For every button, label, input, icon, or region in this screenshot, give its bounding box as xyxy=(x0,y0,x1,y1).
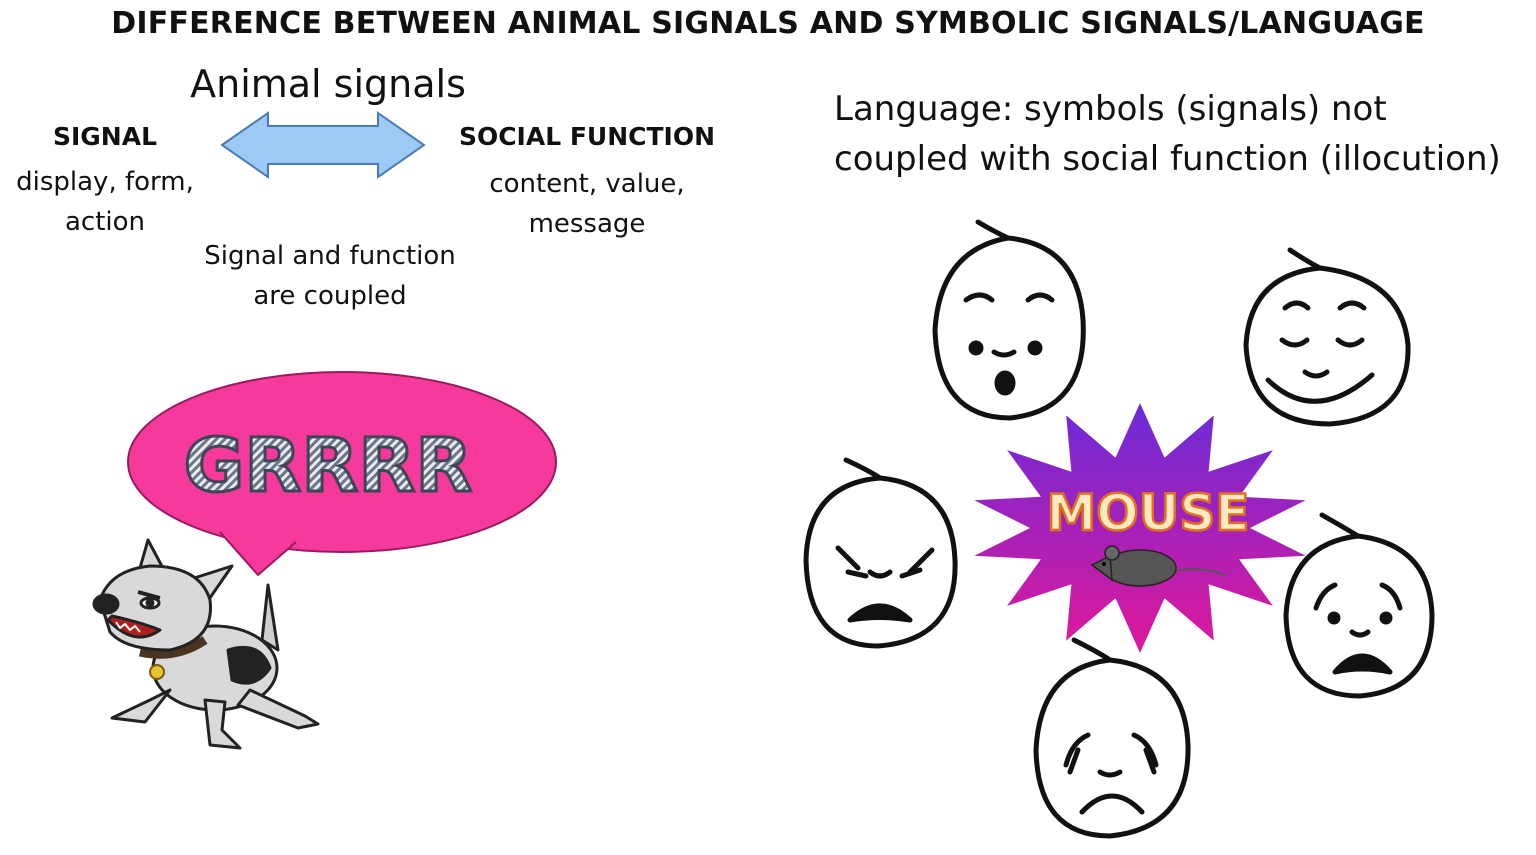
surprised-face-icon xyxy=(932,219,1086,421)
signal-description: display, form, action xyxy=(0,162,210,242)
grrrr-text: GRRRR xyxy=(184,423,473,509)
signal-description-line: display, form, xyxy=(16,167,194,197)
social-function-description-line: message xyxy=(528,209,646,239)
sad-face-icon xyxy=(1033,637,1191,839)
worried-face-icon xyxy=(1283,512,1435,699)
coupled-caption: Signal and function are coupled xyxy=(180,236,480,316)
mouse-word: MOUSE xyxy=(1046,484,1249,542)
language-caption-line: coupled with social function (illocution… xyxy=(834,139,1501,179)
double-arrow-icon xyxy=(220,111,426,179)
language-caption-line: Language: symbols (signals) not xyxy=(834,89,1387,129)
social-function-label: SOCIAL FUNCTION xyxy=(458,122,716,151)
happy-face-icon xyxy=(1243,247,1411,427)
speech-bubble xyxy=(127,371,557,577)
coupled-caption-line: are coupled xyxy=(253,281,407,311)
social-function-description: content, value, message xyxy=(452,164,722,244)
page-title: DIFFERENCE BETWEEN ANIMAL SIGNALS AND SY… xyxy=(111,6,1425,41)
signal-description-line: action xyxy=(64,207,146,237)
animal-signals-heading: Animal signals xyxy=(190,62,466,106)
language-caption: Language: symbols (signals) not coupled … xyxy=(834,84,1534,184)
angry-dog-icon xyxy=(92,538,320,750)
social-function-description-line: content, value, xyxy=(489,169,685,199)
angry-face-icon xyxy=(803,457,958,649)
starburst-shape xyxy=(974,403,1306,653)
coupled-caption-line: Signal and function xyxy=(204,241,456,271)
mouse-icon xyxy=(1090,545,1226,587)
signal-label: SIGNAL xyxy=(52,122,158,151)
